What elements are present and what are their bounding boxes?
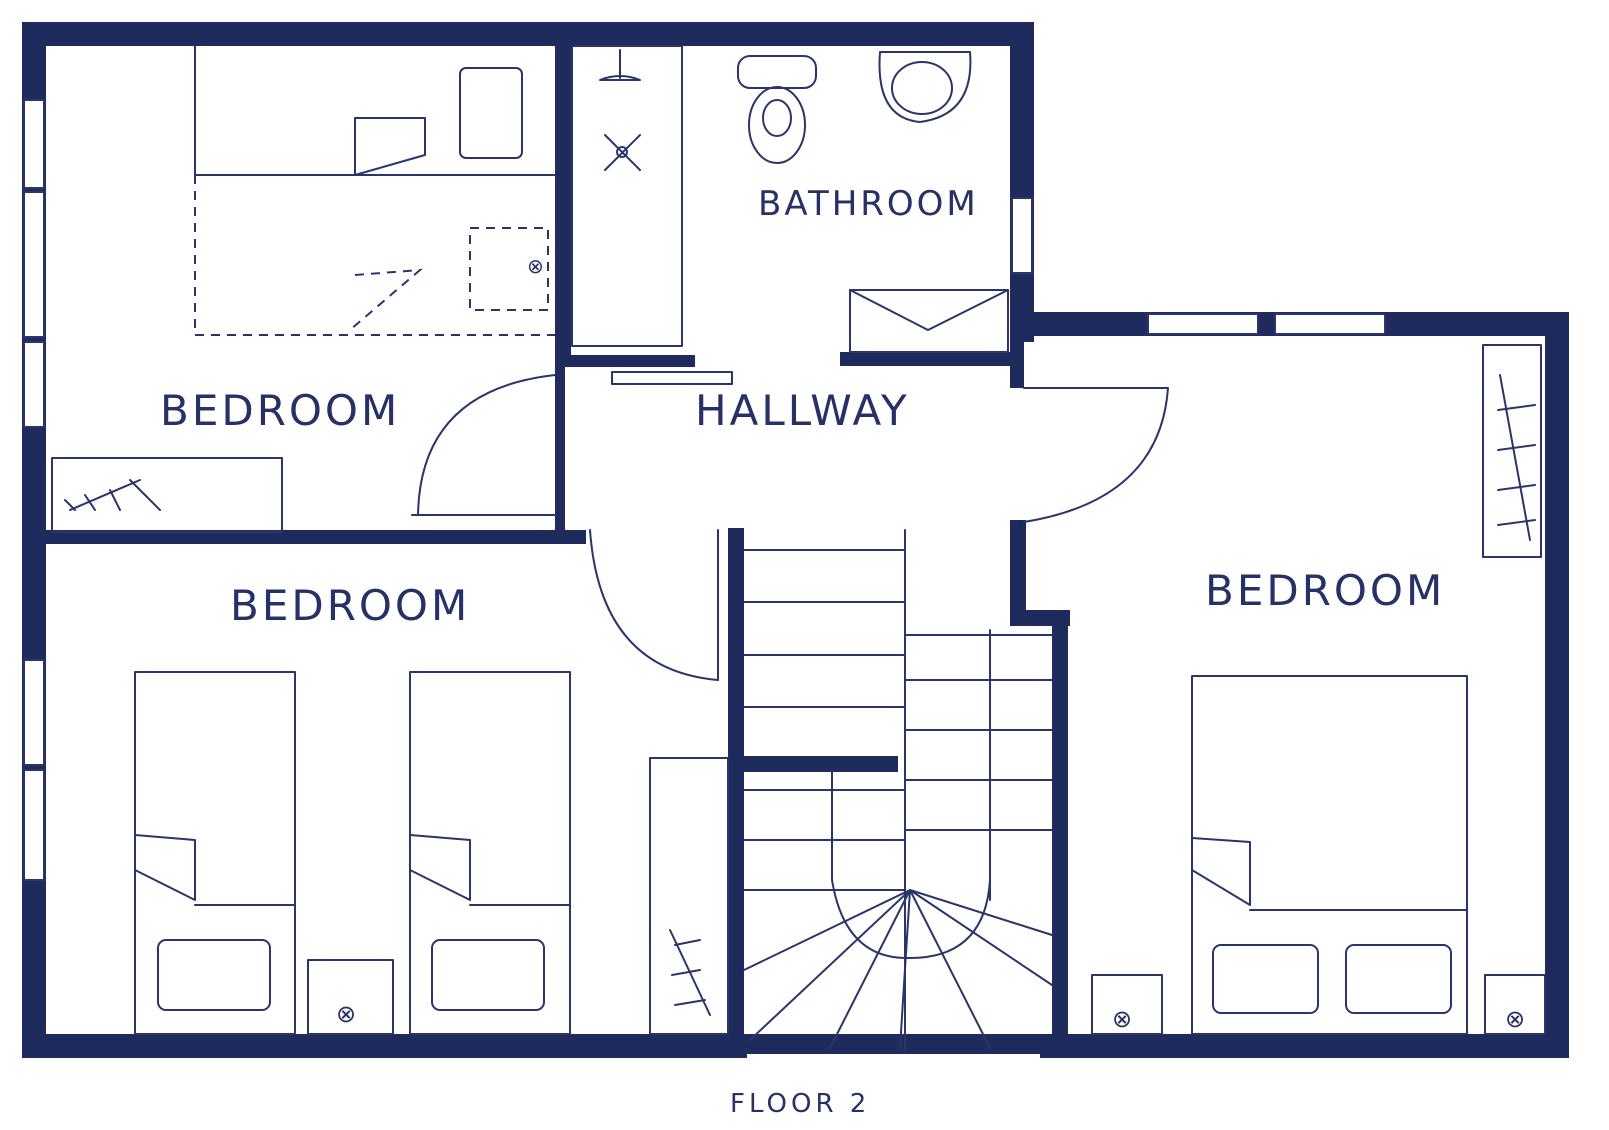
drain-icon: [604, 134, 641, 171]
stair-winder: [831, 769, 991, 960]
room-label-bedroom-bottom-left: BEDROOM: [230, 581, 470, 630]
hangers-icon: [669, 929, 711, 1016]
bed-top-left: [194, 45, 556, 176]
door-swing-bottom-left: [589, 529, 719, 681]
bed-blanket-fold: [354, 117, 426, 176]
dashed-nightstand: [469, 227, 549, 311]
dashed-bed-outline: [194, 175, 555, 336]
window-right-1: [1147, 313, 1259, 335]
shower: [571, 45, 683, 347]
hallway-shelf: [611, 371, 733, 385]
windows: [23, 99, 1386, 881]
bath-cabinet: [849, 289, 1009, 353]
blanket-fold-2: [409, 834, 471, 901]
cabinet-lines: [849, 289, 1009, 331]
window-left-2: [23, 191, 45, 338]
room-label-bedroom-right: BEDROOM: [1205, 566, 1445, 615]
hangers-icon: [1497, 374, 1536, 541]
hallway: HALLWAY: [611, 371, 1169, 523]
room-label-hallway: HALLWAY: [695, 386, 910, 435]
window-left-3: [23, 341, 45, 428]
window-bathroom: [1011, 197, 1033, 274]
window-left-5: [23, 769, 45, 881]
blanket-fold-right: [1191, 837, 1251, 906]
bedroom-bottom-left-furniture: ⊗ BEDROOM: [134, 529, 729, 1035]
floor-caption: FLOOR 2: [730, 1089, 870, 1119]
wardrobe-bottom-left: [649, 757, 729, 1035]
pillow-icon: [459, 67, 523, 159]
toilet-tank: [737, 55, 817, 89]
window-left-1: [23, 99, 45, 189]
pillow-right-1: [1212, 944, 1319, 1014]
double-bed: [1191, 675, 1468, 1035]
nightstand-right-2: [1484, 974, 1546, 1035]
window-left-4: [23, 659, 45, 766]
window-right-2: [1274, 313, 1386, 335]
lamp-icon: ⊗: [1505, 1005, 1528, 1033]
wardrobe-right: [1482, 344, 1542, 558]
single-bed-1: [134, 671, 296, 1035]
pillow-right-2: [1345, 944, 1452, 1014]
toilet-bowl-icon: [748, 86, 806, 164]
bedroom-top-left-furniture: ⊗: [51, 45, 556, 533]
staircase: [743, 529, 1053, 1051]
blanket-fold-1: [134, 834, 196, 901]
wardrobe-top-left: [51, 457, 283, 533]
pillow-1: [157, 939, 271, 1011]
sink-icon: [878, 51, 972, 123]
lamp-icon: ⊗: [527, 254, 547, 278]
nightstand-right-1: [1091, 974, 1163, 1035]
door-swing-top-left: [417, 374, 556, 516]
room-label-bedroom-top-left: BEDROOM: [160, 386, 400, 435]
hangers-icon: [64, 479, 161, 511]
lamp-icon: ⊗: [336, 1000, 359, 1028]
room-label-bathroom: BATHROOM: [758, 184, 979, 224]
single-bed-2: [409, 671, 571, 1035]
pillow-2: [431, 939, 545, 1011]
bedroom-right-furniture: ⊗ ⊗ BEDROOM: [1091, 344, 1546, 1035]
lamp-icon: ⊗: [1112, 1005, 1135, 1033]
dashed-fold: [349, 268, 423, 331]
shower-head-icon: [599, 49, 641, 81]
walls: [22, 22, 1569, 1058]
nightstand-bottom-left: [307, 959, 394, 1035]
door-swing-right-bedroom: [1023, 387, 1169, 523]
bathroom-fixtures: BATHROOM: [571, 45, 1009, 353]
